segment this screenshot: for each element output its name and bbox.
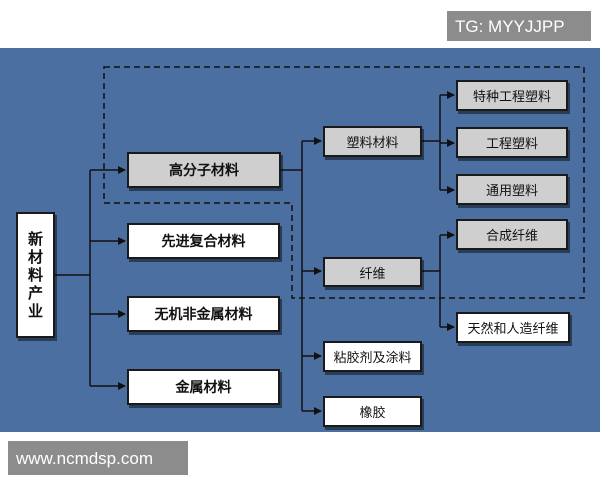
- node-synthetic-fiber: 合成纤维: [456, 219, 568, 250]
- watermark-top: TG: MYYJJPP: [447, 11, 591, 41]
- watermark-bottom: www.ncmdsp.com: [8, 441, 188, 475]
- node-label: 粘胶剂及涂料: [333, 351, 412, 366]
- node-label: 橡胶: [359, 406, 386, 421]
- node-advanced-composites: 先进复合材料: [127, 223, 280, 259]
- node-label: 通用塑料: [485, 184, 538, 199]
- watermark-bottom-text: www.ncmdsp.com: [16, 448, 153, 468]
- watermark-top-text: TG: MYYJJPP: [455, 16, 565, 36]
- node-rubber: 橡胶: [323, 396, 422, 427]
- node-inorganic-nonmetal: 无机非金属材料: [127, 296, 280, 332]
- node-general-plastic: 通用塑料: [456, 174, 568, 205]
- node-label-char: 业: [27, 302, 43, 320]
- node-label: 塑料材料: [346, 136, 399, 151]
- node-label-char: 料: [27, 266, 43, 284]
- node-label-char: 产: [27, 284, 43, 302]
- node-metal-materials: 金属材料: [127, 369, 280, 405]
- node-special-engineering-plastic: 特种工程塑料: [456, 80, 568, 111]
- node-fiber: 纤维: [323, 257, 422, 287]
- node-label: 特种工程塑料: [472, 90, 551, 105]
- node-plastic-materials: 塑料材料: [323, 126, 422, 157]
- node-label-char: 新: [27, 230, 43, 248]
- node-label: 金属材料: [175, 380, 232, 396]
- node-label-char: 材: [27, 248, 43, 266]
- node-label: 合成纤维: [485, 229, 538, 244]
- node-label: 天然和人造纤维: [467, 322, 559, 337]
- node-label: 工程塑料: [485, 137, 538, 152]
- node-new-materials-industry: 新 材 料 产 业: [16, 212, 55, 338]
- node-label: 纤维: [359, 266, 386, 282]
- node-label: 无机非金属材料: [154, 307, 253, 323]
- node-natural-artificial-fiber: 天然和人造纤维: [456, 312, 570, 343]
- node-engineering-plastic: 工程塑料: [456, 127, 568, 158]
- node-label: 先进复合材料: [161, 234, 246, 250]
- dashed-region: [103, 66, 585, 299]
- node-label: 高分子材料: [169, 163, 239, 179]
- node-adhesives-coatings: 粘胶剂及涂料: [323, 341, 422, 372]
- node-polymer-materials: 高分子材料: [127, 152, 281, 188]
